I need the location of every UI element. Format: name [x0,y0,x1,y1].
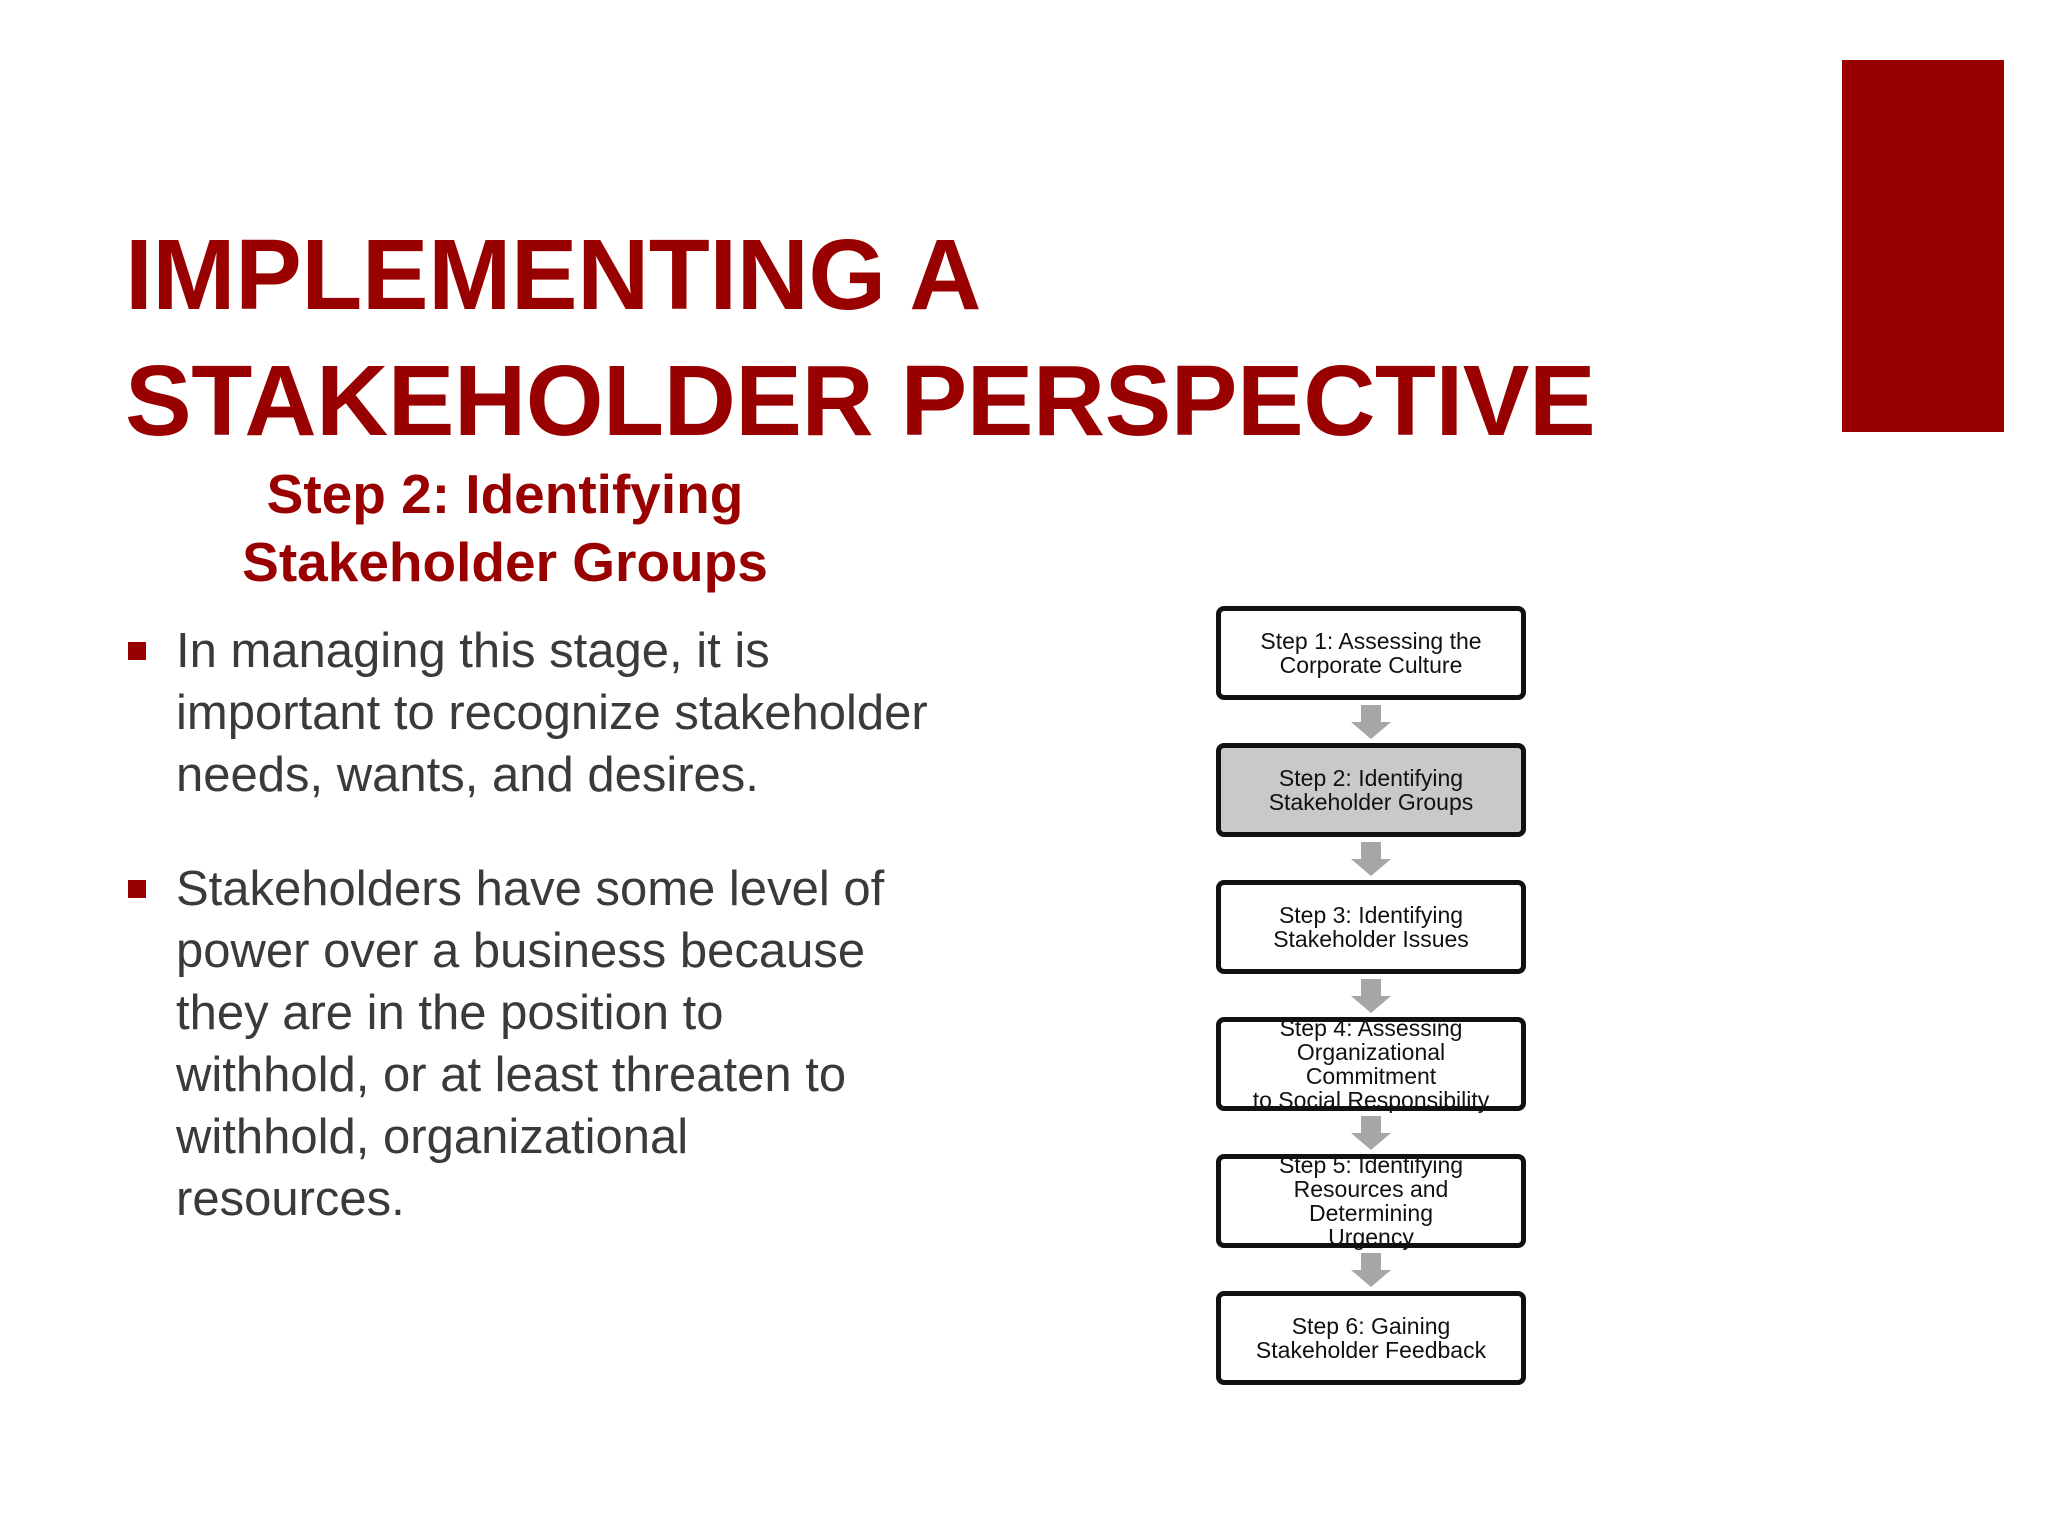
slide-title: IMPLEMENTING A STAKEHOLDER PERSPECTIVE [125,212,1775,464]
flow-step-3: Step 3: Identifying Stakeholder Issues [1216,880,1526,974]
down-arrow-icon [1216,1111,1526,1154]
bullet-item: In managing this stage, it is important … [128,620,928,806]
subtitle-line-1: Step 2: Identifying [266,463,744,525]
bullet-item: Stakeholders have some level of power ov… [128,858,928,1230]
title-line-2: STAKEHOLDER PERSPECTIVE [125,345,1596,457]
bullet-text: Stakeholders have some level of power ov… [176,862,885,1226]
subtitle-line-2: Stakeholder Groups [242,531,768,593]
flow-step-6: Step 6: Gaining Stakeholder Feedback [1216,1291,1526,1385]
flow-step-5: Step 5: Identifying Resources and Determ… [1216,1153,1526,1249]
square-bullet-icon [128,880,146,898]
bullet-list: In managing this stage, it is important … [128,620,928,1282]
down-arrow-icon [1216,837,1526,880]
bullet-text: In managing this stage, it is important … [176,624,928,802]
down-arrow-icon [1216,974,1526,1017]
slide-subtitle: Step 2: Identifying Stakeholder Groups [160,460,850,596]
down-arrow-icon [1216,1248,1526,1291]
process-flowchart: Step 1: Assessing the Corporate Culture … [1216,606,1526,1385]
accent-bar [1842,60,2004,432]
title-line-1: IMPLEMENTING A [125,219,981,331]
flow-step-4: Step 4: Assessing Organizational Commitm… [1216,1016,1526,1112]
down-arrow-icon [1216,700,1526,743]
square-bullet-icon [128,642,146,660]
flow-step-1: Step 1: Assessing the Corporate Culture [1216,606,1526,700]
flow-step-2: Step 2: Identifying Stakeholder Groups [1216,743,1526,837]
